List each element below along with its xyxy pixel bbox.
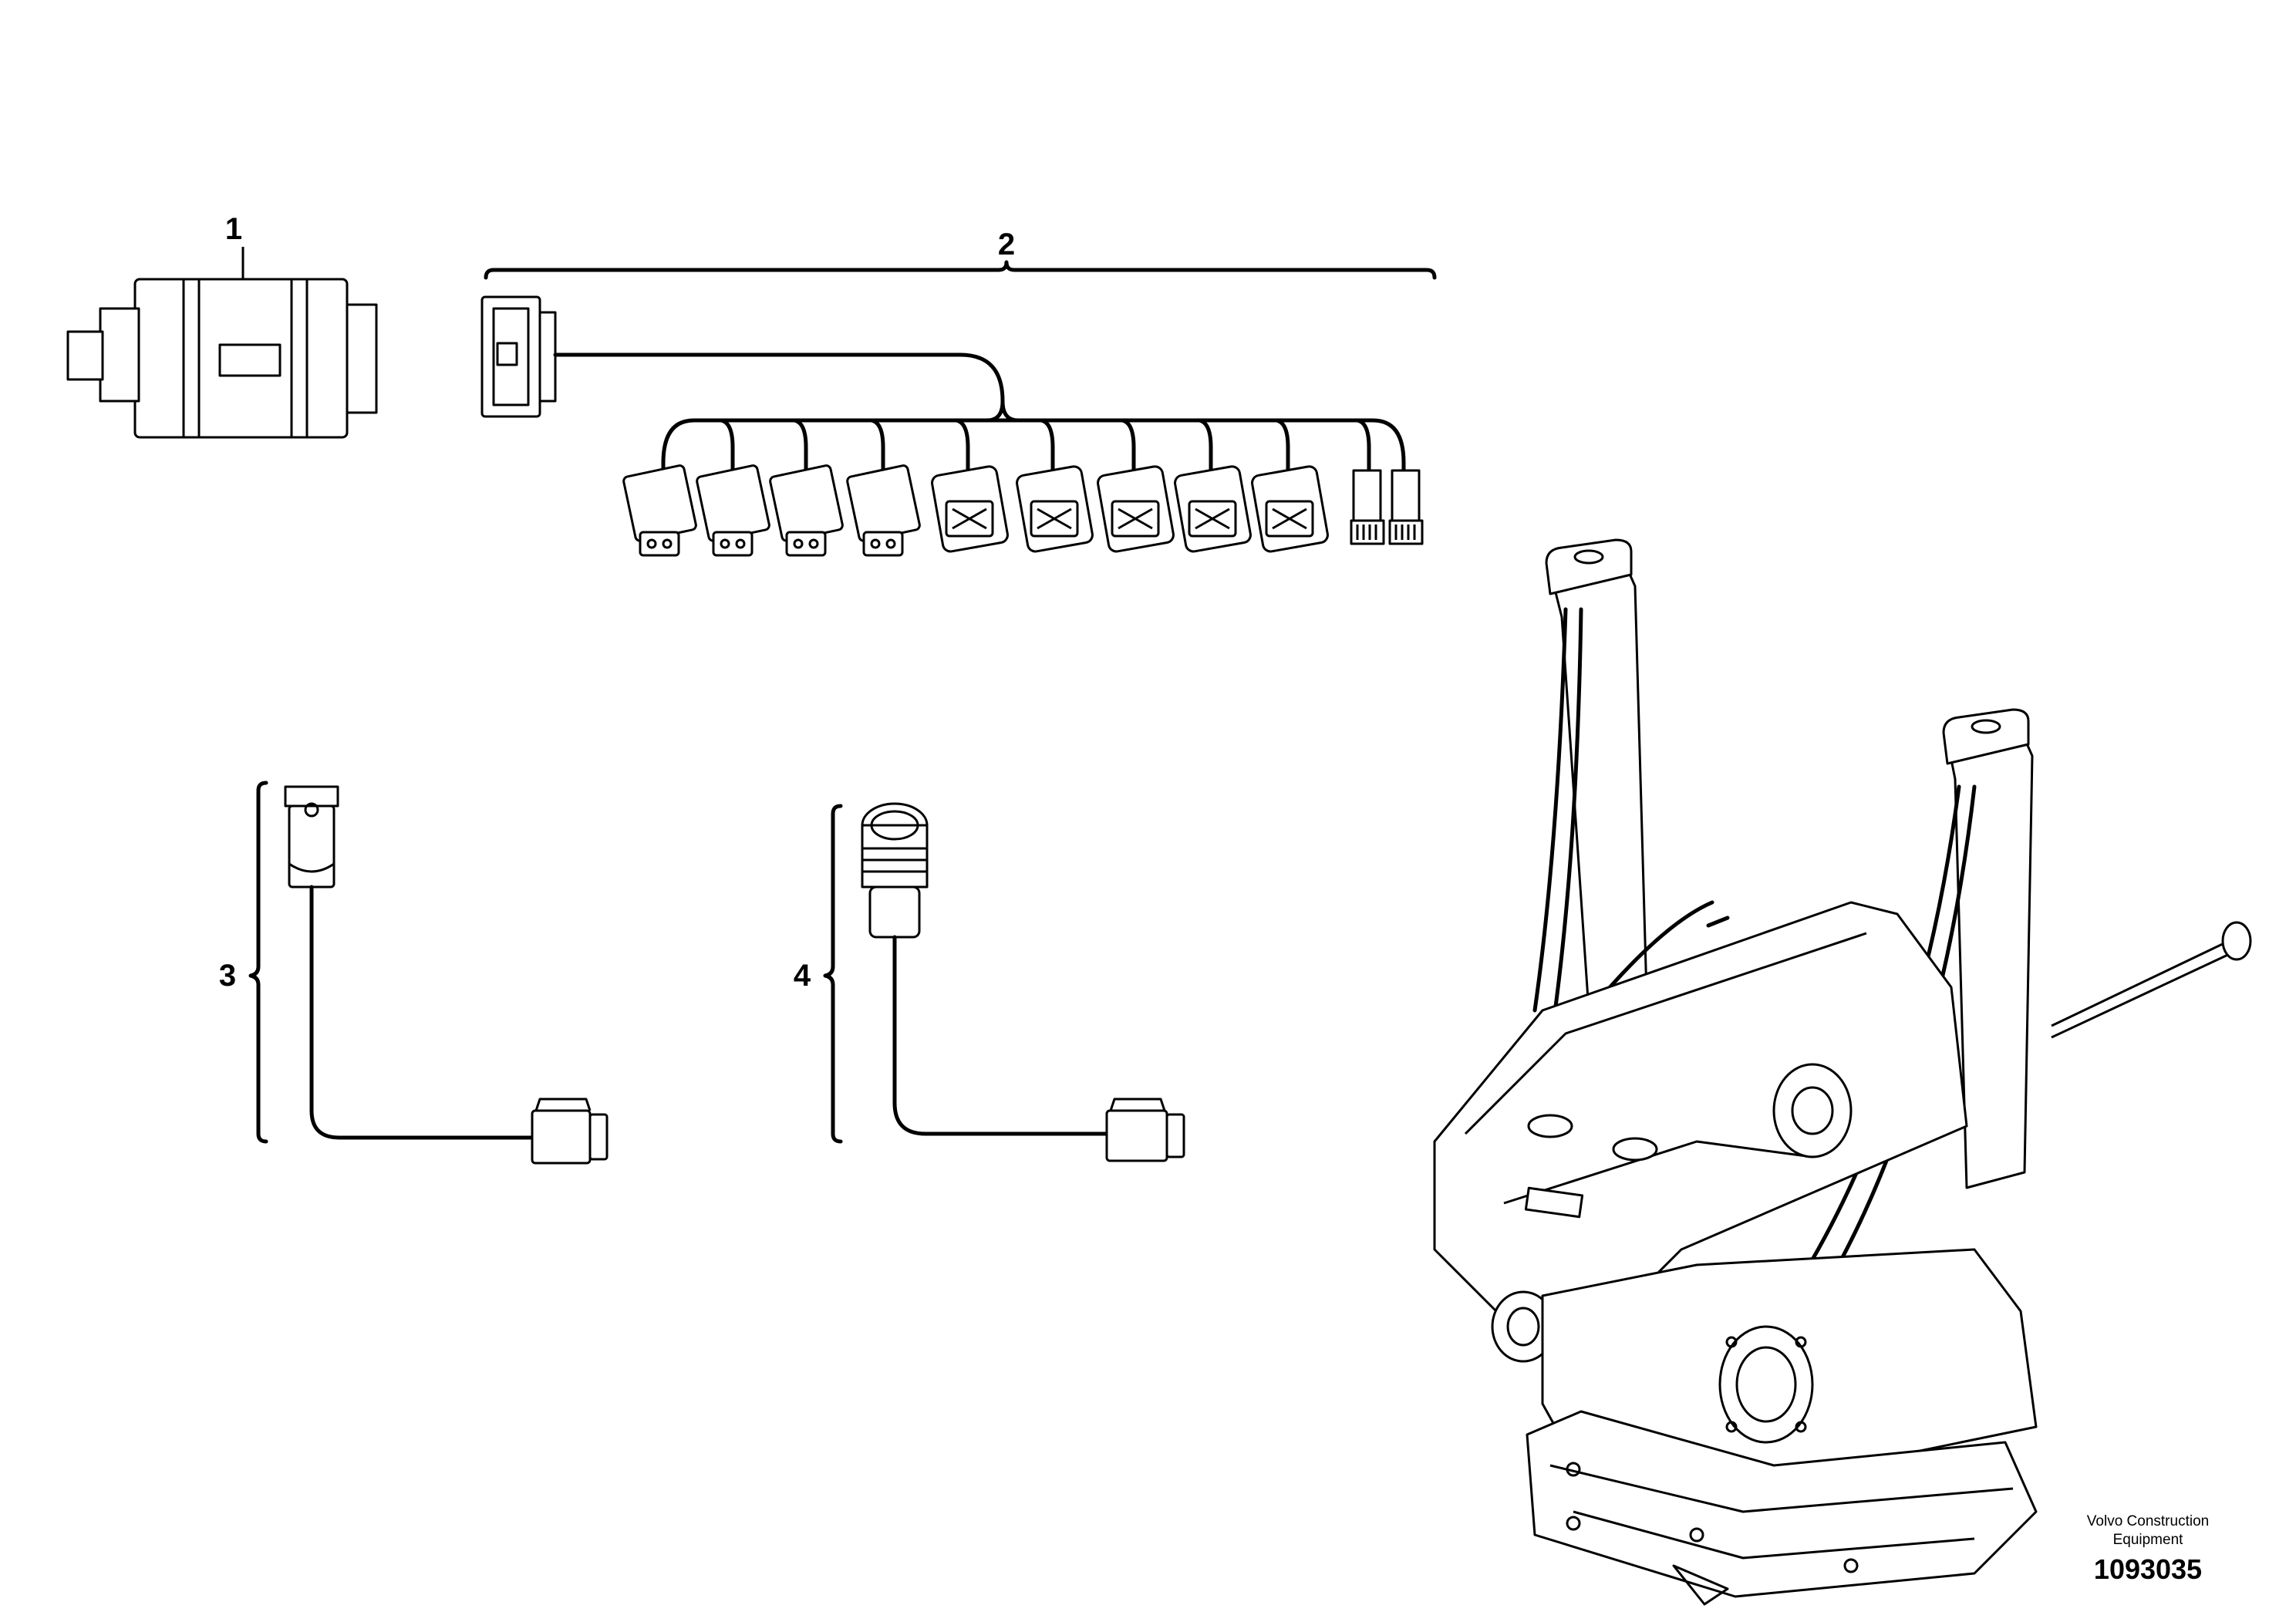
- item-1-control-unit: 1: [66, 212, 378, 439]
- harness-bracket: [484, 260, 1437, 280]
- callout-4: 4: [794, 959, 811, 993]
- callout-1: 1: [225, 212, 242, 246]
- drawing-number: 1093035: [2094, 1553, 2202, 1585]
- harness-2pin-connectors: [622, 464, 921, 557]
- item-4-round-connector-cable: 4: [794, 802, 1185, 1162]
- item-4-bracket: [823, 804, 843, 1144]
- brand-line-2: Equipment: [2113, 1532, 2184, 1548]
- item-2-cable-harness: 2: [480, 228, 1437, 557]
- tiltrotator-illustration: [1433, 538, 2252, 1606]
- brand-line-1: Volvo Construction: [2087, 1513, 2209, 1529]
- callout-2: 2: [998, 228, 1015, 261]
- drawing-footer: Volvo Construction Equipment 1093035: [2087, 1513, 2209, 1585]
- item-3-bracket: [248, 781, 268, 1144]
- callout-3: 3: [219, 959, 236, 993]
- item-3-sensor-cable: 3: [219, 781, 609, 1165]
- harness-sealed-connectors: [931, 465, 1329, 553]
- harness-terminal-plugs: [1350, 469, 1424, 545]
- harness-branch-drops: [661, 418, 1406, 473]
